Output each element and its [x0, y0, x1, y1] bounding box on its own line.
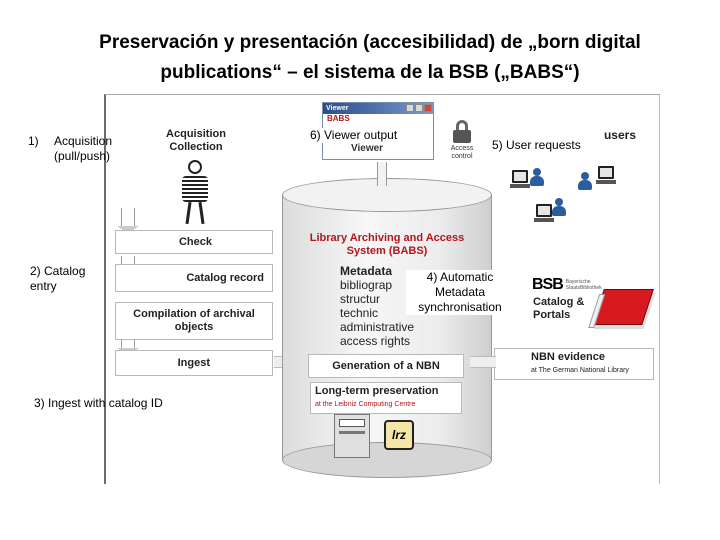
viewer-titlebar-text: Viewer — [326, 105, 349, 112]
check-label: Check — [178, 235, 212, 248]
callout-automatic-line-2: Metadata — [434, 285, 486, 299]
nbn-generation-label: Generation of a NBN — [332, 359, 440, 372]
user-icon-1 — [530, 168, 544, 186]
user-icon-2 — [578, 172, 592, 190]
lrz-logo: lrz — [384, 420, 414, 450]
arrow-down-3 — [117, 340, 139, 356]
viewer-titlebar: Viewer — [323, 103, 433, 114]
callout-automatic-line-3: synchronisation — [418, 300, 502, 314]
compilation-box: Compilation of archival objects — [115, 302, 273, 340]
server-rack-icon — [334, 414, 370, 458]
users-label: users — [603, 127, 636, 142]
metadata-list: Metadata bibliograp structur technic adm… — [340, 264, 470, 348]
callout-acquisition-line-2: (pull/push) — [54, 149, 111, 163]
arrow-down-2 — [117, 256, 139, 272]
diagram-frame — [104, 94, 660, 484]
ingest-label: Ingest — [177, 356, 210, 369]
catalog-portals-label: Catalog & Portals — [533, 296, 584, 322]
bsb-logo-small-1: Bayerische — [565, 279, 591, 285]
acquisition-figure — [178, 160, 214, 226]
callout-acquisition-number: 1) — [28, 134, 39, 148]
maximize-icon — [415, 104, 423, 112]
callout-automatic-metadata: 4) Automatic Metadata synchronisation — [406, 270, 514, 315]
title-line-1: Preservación y presentación (accesibilid… — [99, 32, 641, 53]
compilation-label-2: objects — [174, 321, 214, 333]
lock-icon — [452, 120, 472, 144]
arrow-babs-to-nbn — [470, 356, 496, 368]
nbn-evidence-sub: at The German National Library — [531, 367, 629, 374]
babs-cylinder — [282, 178, 492, 478]
callout-catalog-entry: 2) Catalog entry — [30, 264, 85, 294]
ingest-box: Ingest — [115, 350, 273, 376]
compilation-label-1: Compilation of archival — [133, 308, 255, 320]
metadata-item-2: structur — [340, 292, 381, 306]
close-icon — [424, 104, 432, 112]
metadata-item-1: bibliograp — [340, 278, 393, 292]
metadata-item-5: access rights — [340, 334, 411, 348]
nbn-evidence-box: NBN evidence at The German National Libr… — [494, 348, 654, 380]
babs-title-line-1: Library Archiving and Access — [309, 232, 465, 244]
metadata-item-4: administrative — [340, 320, 415, 334]
bsb-logo-text: BSB — [532, 276, 564, 293]
computer-icon-1 — [510, 170, 534, 188]
bsb-logo-small-2: StaatsBibliothek — [565, 285, 602, 291]
callout-ingest: 3) Ingest with catalog ID — [34, 396, 163, 410]
slide-title: Preservación y presentación (accesibilid… — [60, 28, 680, 88]
acquisition-label: Acquisition — [166, 128, 226, 140]
catalog-record-box: Catalog record — [115, 264, 273, 292]
callout-automatic-line-1: 4) Automatic — [426, 270, 494, 284]
minimize-icon — [406, 104, 414, 112]
catalog-portals-line-2: Portals — [533, 309, 571, 321]
catalog-portals-line-1: Catalog & — [533, 296, 585, 308]
callout-acquisition: Acquisition (pull/push) — [54, 134, 112, 164]
access-control-label: Access control — [446, 145, 478, 161]
metadata-item-0: Metadata — [340, 264, 393, 278]
callout-user-requests: 5) User requests — [490, 138, 583, 153]
computer-icon-3 — [534, 204, 558, 222]
callout-catalog-line-2: entry — [30, 279, 57, 293]
ltp-label: Long-term preservation — [315, 385, 439, 397]
title-line-2: publications“ – el sistema de la BSB („B… — [160, 62, 580, 83]
access-control-line-2: control — [451, 153, 473, 160]
callout-catalog-line-1: 2) Catalog — [30, 264, 86, 278]
access-control-line-1: Access — [450, 145, 474, 152]
lrz-logo-text: lrz — [391, 428, 406, 442]
arrow-up-to-viewer — [377, 162, 387, 186]
callout-acquisition-line-1: Acquisition — [54, 134, 113, 148]
nbn-evidence-label: NBN evidence — [531, 351, 605, 363]
user-icon-3 — [552, 198, 566, 216]
viewer-label: Viewer — [351, 143, 384, 154]
arrow-down-1 — [117, 208, 139, 234]
callout-viewer-output: 6) Viewer output — [308, 128, 400, 143]
acquisition-collection-box: Acquisition Collection — [154, 124, 238, 158]
metadata-item-3: technic — [340, 306, 379, 320]
viewer-babs-label: BABS — [327, 114, 350, 123]
babs-title-line-2: System (BABS) — [346, 245, 428, 257]
collection-label: Collection — [169, 141, 223, 153]
check-box: Check — [115, 230, 273, 254]
long-term-preservation-box: Long-term preservation at the Leibniz Co… — [310, 382, 462, 414]
nbn-generation-box: Generation of a NBN — [308, 354, 464, 378]
catalog-record-label: Catalog record — [186, 271, 264, 284]
babs-title: Library Archiving and Access System (BAB… — [294, 232, 480, 258]
bsb-logo: BSB Bayerische StaatsBibliothek — [532, 276, 602, 294]
computer-icon-2 — [596, 166, 620, 184]
ltp-sub-label: at the Leibniz Computing Centre — [315, 401, 416, 408]
